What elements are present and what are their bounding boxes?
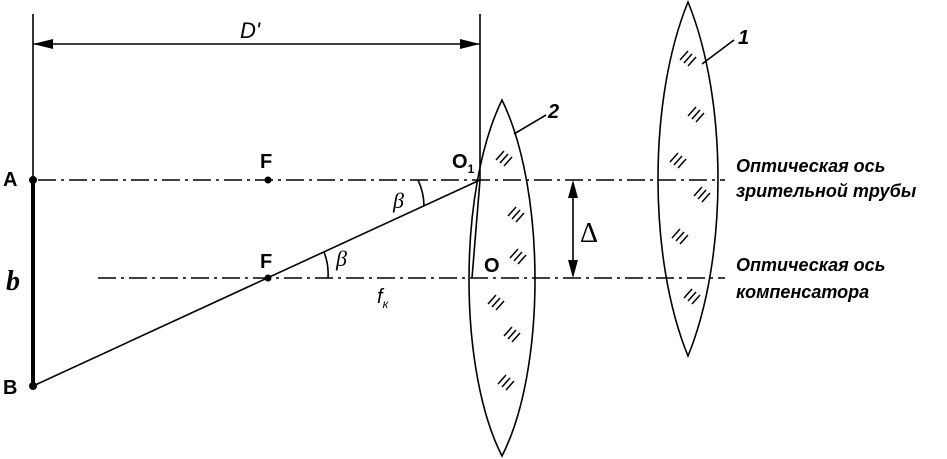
center-o1-letter: O (452, 151, 468, 173)
delta-arrow-top (568, 180, 578, 198)
lens-1-leader (701, 39, 735, 65)
angle-beta-top-label: β (392, 188, 404, 213)
dimension-d-prime: D' (32, 14, 481, 180)
lens-2-hatch-marks (487, 150, 527, 391)
arrow-left-head (33, 39, 53, 49)
compensator-axis-caption: Оптическая ось компенсатора (736, 255, 885, 302)
ray-b-to-o1 (32, 179, 481, 387)
lens-1-outline (657, 0, 719, 359)
focal-length-label: fк (377, 286, 390, 311)
center-o-label: O (484, 255, 500, 277)
lens-2-leader (513, 114, 547, 135)
focus-top-label: F (260, 151, 272, 173)
focal-length-subscript: к (383, 297, 390, 311)
point-b-label: B (3, 377, 17, 399)
lens-2-tilt-line (471, 179, 481, 279)
delta-arrow-bottom (568, 260, 578, 278)
telescope-axis-line1: Оптическая ось (736, 156, 885, 176)
compensator-axis-line2: компенсатора (736, 282, 869, 302)
focus-point-top (264, 176, 272, 184)
focal-length-symbol: f (377, 286, 385, 308)
point-a-dot (29, 176, 37, 184)
center-o1-label: O1 (452, 151, 475, 176)
object-segment-ab: A B b (3, 169, 37, 399)
dimension-label-d-prime: D' (240, 18, 261, 43)
compensator-axis-line1: Оптическая ось (736, 255, 885, 275)
arrow-right-head (460, 39, 480, 49)
delta-label: Δ (580, 218, 598, 249)
angle-arc-bottom (323, 251, 329, 279)
focus-bottom-label: F (260, 251, 272, 273)
telescope-axis-caption: Оптическая ось зрительной трубы (736, 156, 917, 201)
center-o1-subscript: 1 (468, 162, 475, 176)
telescope-axis-line2: зрительной трубы (736, 181, 917, 201)
angle-arc-top (417, 179, 425, 207)
delta-dimension: Δ (568, 180, 598, 278)
lens-1-label: 1 (738, 27, 749, 49)
lens-2-outline (468, 98, 536, 458)
lens-1-hatch-marks (669, 50, 711, 305)
lens-2: 2 (468, 98, 559, 458)
angle-beta-bottom-label: β (335, 246, 347, 271)
lens-2-label: 2 (547, 101, 559, 123)
point-a-label: A (3, 169, 17, 191)
segment-b-label: b (6, 266, 20, 297)
lens-1: 1 (657, 0, 749, 359)
